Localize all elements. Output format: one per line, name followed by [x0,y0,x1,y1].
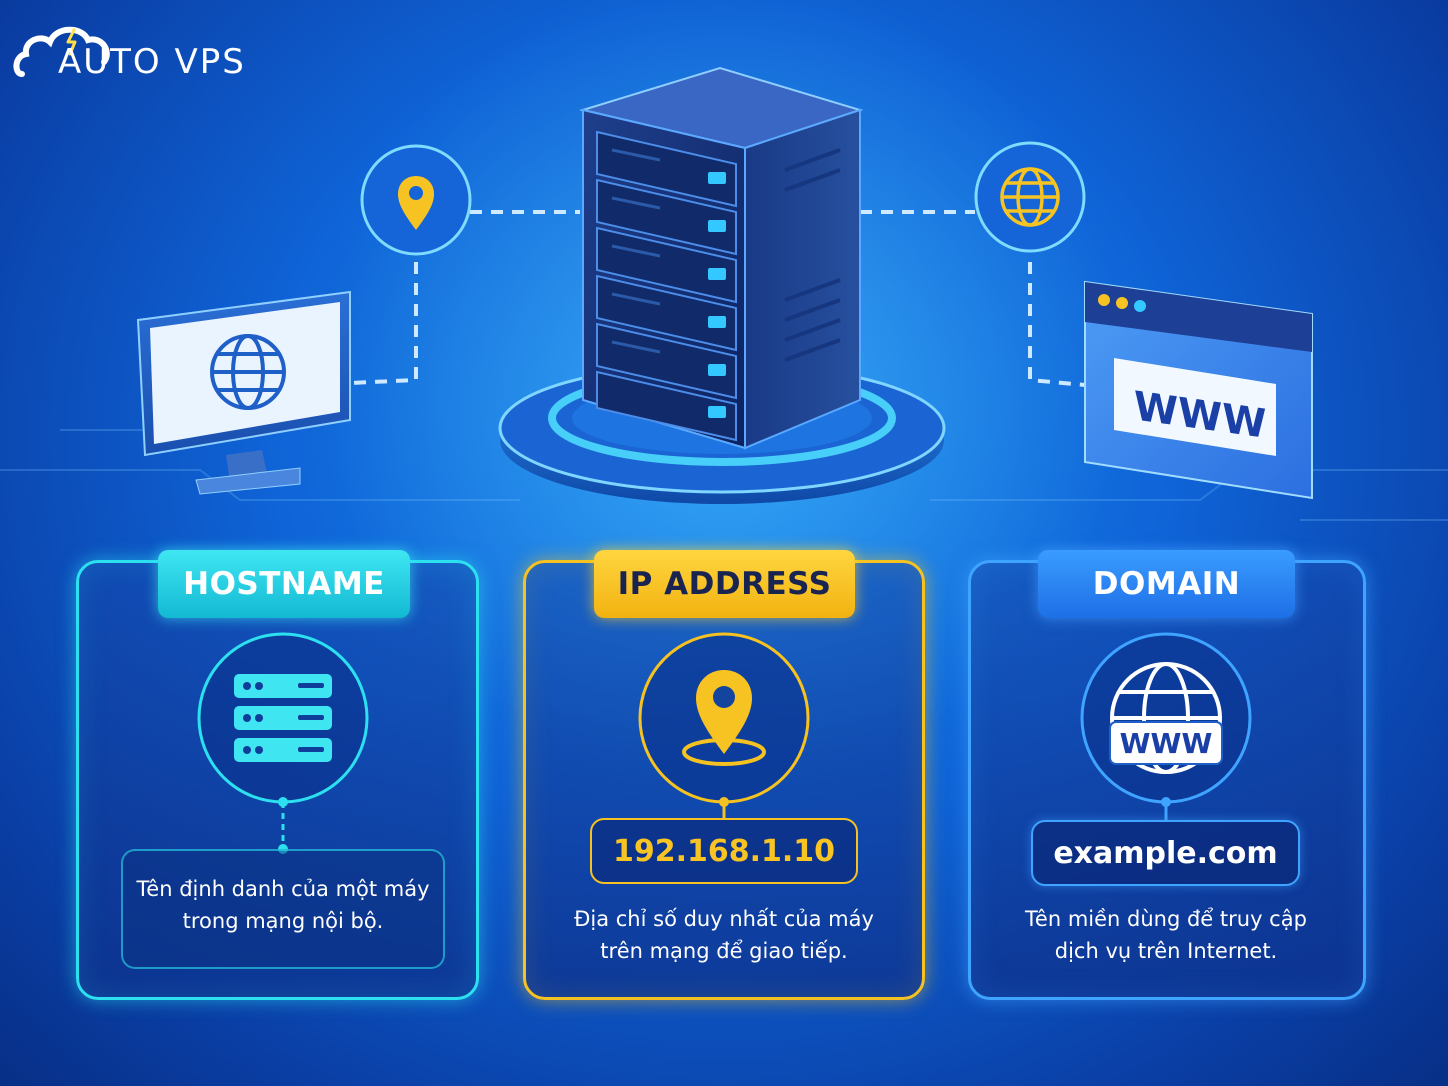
connector-lines [349,210,1086,387]
location-pin-icon [360,144,472,256]
ip-address-title: IP ADDRESS [594,550,855,618]
network-illustration: WWW [0,66,1448,521]
browser-window-icon: WWW [1084,280,1313,500]
ip-description-line2: trên mạng để giao tiếp. [600,939,848,963]
domain-value: example.com [1031,820,1300,886]
hostname-description-line1: Tên định danh của một máy [136,877,430,901]
logo-text: AUTO VPS [58,42,246,82]
domain-description-line1: Tên miền dùng để truy cập [1025,907,1307,931]
ip-description-line1: Địa chỉ số duy nhất của máy [574,907,874,931]
brand-logo: AUTO VPS [12,12,252,82]
domain-title: DOMAIN [1038,550,1295,618]
ip-address-description: Địa chỉ số duy nhất của máy trên mạng để… [540,903,908,967]
ip-address-value: 192.168.1.10 [590,818,858,884]
hostname-description-box [121,849,445,969]
hostname-description: Tên định danh của một máy trong mạng nội… [126,873,440,937]
server-tower-icon [579,66,864,450]
hostname-title: HOSTNAME [158,550,410,618]
globe-icon [974,141,1086,253]
monitor-globe-icon [136,290,351,495]
domain-description: Tên miền dùng để truy cập dịch vụ trên I… [982,903,1350,967]
domain-description-line2: dịch vụ trên Internet. [1054,939,1278,963]
hostname-description-line2: trong mạng nội bộ. [182,909,384,933]
cloud-logo-icon [13,26,110,77]
